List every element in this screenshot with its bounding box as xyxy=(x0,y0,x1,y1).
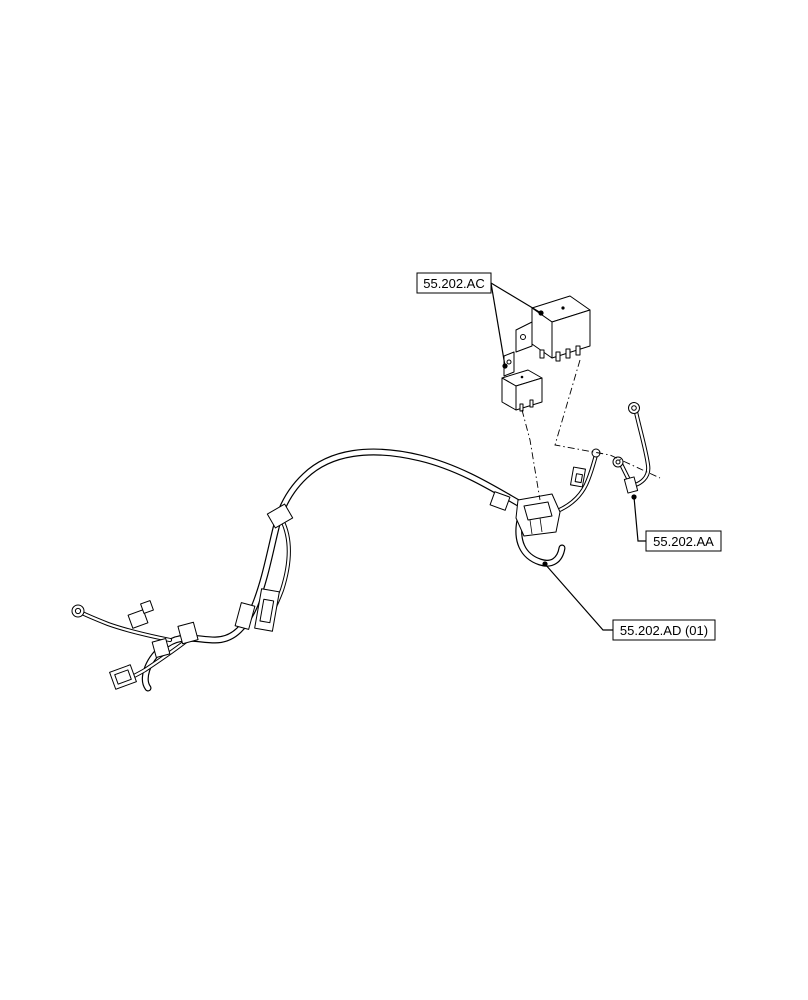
connector-clip-upper xyxy=(266,503,294,529)
wiring-harness xyxy=(77,448,599,692)
callout-harness-label: 55.202.AD (01) xyxy=(620,623,708,638)
ring-terminal-left xyxy=(71,604,85,618)
connector-right-small xyxy=(570,448,601,488)
callout-battery-cable: 55.202.AA xyxy=(631,494,722,552)
connector-left-lower xyxy=(109,664,137,690)
callout-relay: 55.202.AC xyxy=(416,272,544,369)
connector-mid-left xyxy=(234,588,280,632)
callout-relay-label: 55.202.AC xyxy=(423,276,484,291)
battery-cable xyxy=(612,402,651,494)
callout-battery-cable-label: 55.202.AA xyxy=(653,534,714,549)
connector-left-upper xyxy=(127,600,199,659)
relay-small xyxy=(501,351,543,412)
harness-junction-block xyxy=(489,491,561,537)
assembly-lines xyxy=(521,359,661,501)
callout-harness: 55.202.AD (01) xyxy=(542,561,716,641)
relay-large xyxy=(515,295,591,362)
